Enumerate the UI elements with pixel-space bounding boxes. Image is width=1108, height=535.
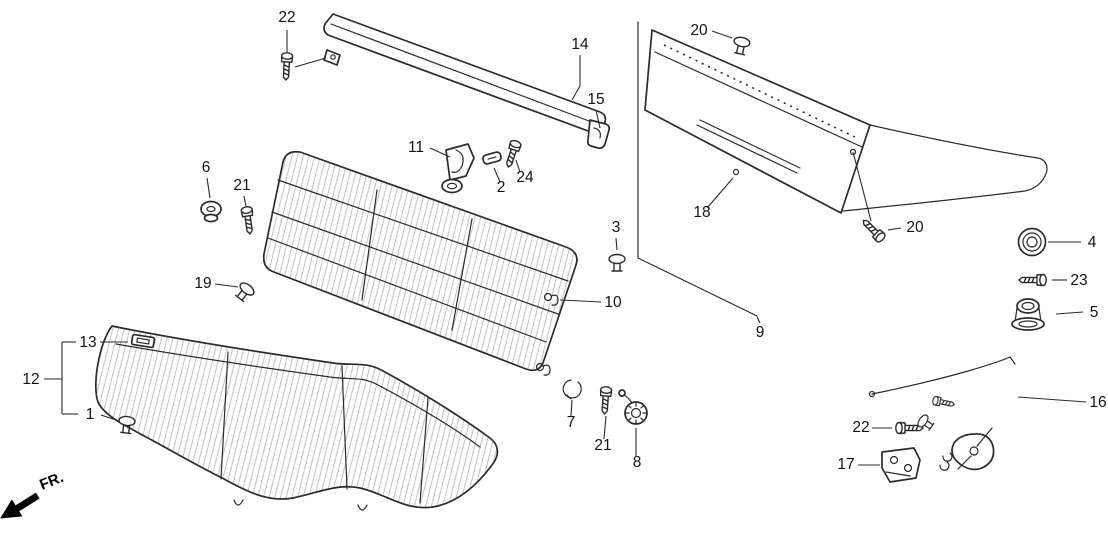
rail-end-bracket-part-15 [586, 119, 611, 150]
bolt-part-22-top [279, 51, 294, 81]
bolt-part-21-bottom [598, 385, 613, 416]
callout-22-right: 22 [852, 419, 869, 436]
cushion-plate-part-13 [130, 333, 156, 349]
seat-back [262, 150, 578, 372]
seat-back-hook-part-10 [543, 292, 559, 306]
shelf-bolt-hole [849, 148, 857, 156]
callout-7: 7 [567, 414, 576, 431]
callout-15: 15 [587, 91, 604, 108]
callout-14: 14 [571, 36, 589, 53]
bolt-part-23 [1018, 273, 1047, 287]
section-divider-line [637, 21, 758, 317]
callout-20-top: 20 [690, 22, 708, 39]
grommet-part-6 [200, 200, 222, 223]
callout-1: 1 [86, 406, 95, 423]
callout-23: 23 [1070, 272, 1087, 289]
callout-16: 16 [1089, 394, 1106, 411]
callout-2: 2 [497, 179, 506, 196]
callout-24: 24 [516, 169, 534, 186]
fr-label: FR. [37, 469, 66, 494]
fr-arrow-icon [0, 492, 40, 519]
callout-22-top-left: 22 [278, 9, 295, 26]
callout-11: 11 [408, 139, 424, 156]
latch-assembly [939, 427, 995, 471]
pin-part-20-top [730, 35, 752, 57]
callout-17: 17 [837, 456, 854, 473]
bolt-part-20-right [858, 215, 888, 245]
callout-labels: 22 14 15 20 11 2 24 6 21 3 18 20 4 23 5 … [22, 9, 1106, 473]
clip-part-19 [232, 279, 257, 305]
upper-rail-part-14 [323, 13, 607, 136]
grommet-part-4 [1017, 227, 1047, 257]
fr-direction-arrow: FR. [0, 469, 66, 519]
callout-21-bottom: 21 [594, 437, 611, 454]
shelf-bolt-hole [732, 168, 740, 176]
seat-cushion [95, 325, 499, 511]
callout-13: 13 [79, 334, 96, 351]
callout-6: 6 [202, 159, 211, 176]
knob-part-8 [618, 389, 648, 425]
bolt-part-21-left [240, 205, 257, 236]
callout-9: 9 [756, 324, 765, 341]
latch-part-11 [441, 143, 475, 194]
callout-5: 5 [1090, 304, 1099, 321]
leader-lines [44, 30, 1087, 466]
callout-21-left: 21 [233, 177, 250, 194]
callout-10: 10 [604, 294, 622, 311]
latch-plate-part-17 [881, 447, 921, 483]
bolt-part-24 [502, 138, 523, 170]
parcel-shelf-part-18 [644, 29, 871, 214]
clip-rod-fastener [915, 412, 936, 434]
callout-19: 19 [194, 275, 211, 292]
callout-20-right: 20 [906, 219, 924, 236]
callout-12: 12 [22, 371, 39, 388]
package-tray-outline-part-9 [842, 124, 1048, 212]
seat-back-hook-lower [535, 362, 551, 376]
callout-8: 8 [633, 454, 642, 471]
clip-part-1 [117, 414, 137, 435]
striker-part-5 [1011, 298, 1045, 331]
rail-mount-tab [323, 49, 341, 66]
rod-part-16 [868, 356, 1016, 398]
callout-4: 4 [1088, 234, 1097, 251]
clamp-part-7 [562, 379, 582, 400]
bolt-rod-fastener [931, 395, 956, 410]
clip-part-3 [608, 253, 626, 272]
callout-3: 3 [612, 219, 621, 236]
callout-18: 18 [693, 204, 710, 221]
clip-part-2 [482, 151, 502, 165]
